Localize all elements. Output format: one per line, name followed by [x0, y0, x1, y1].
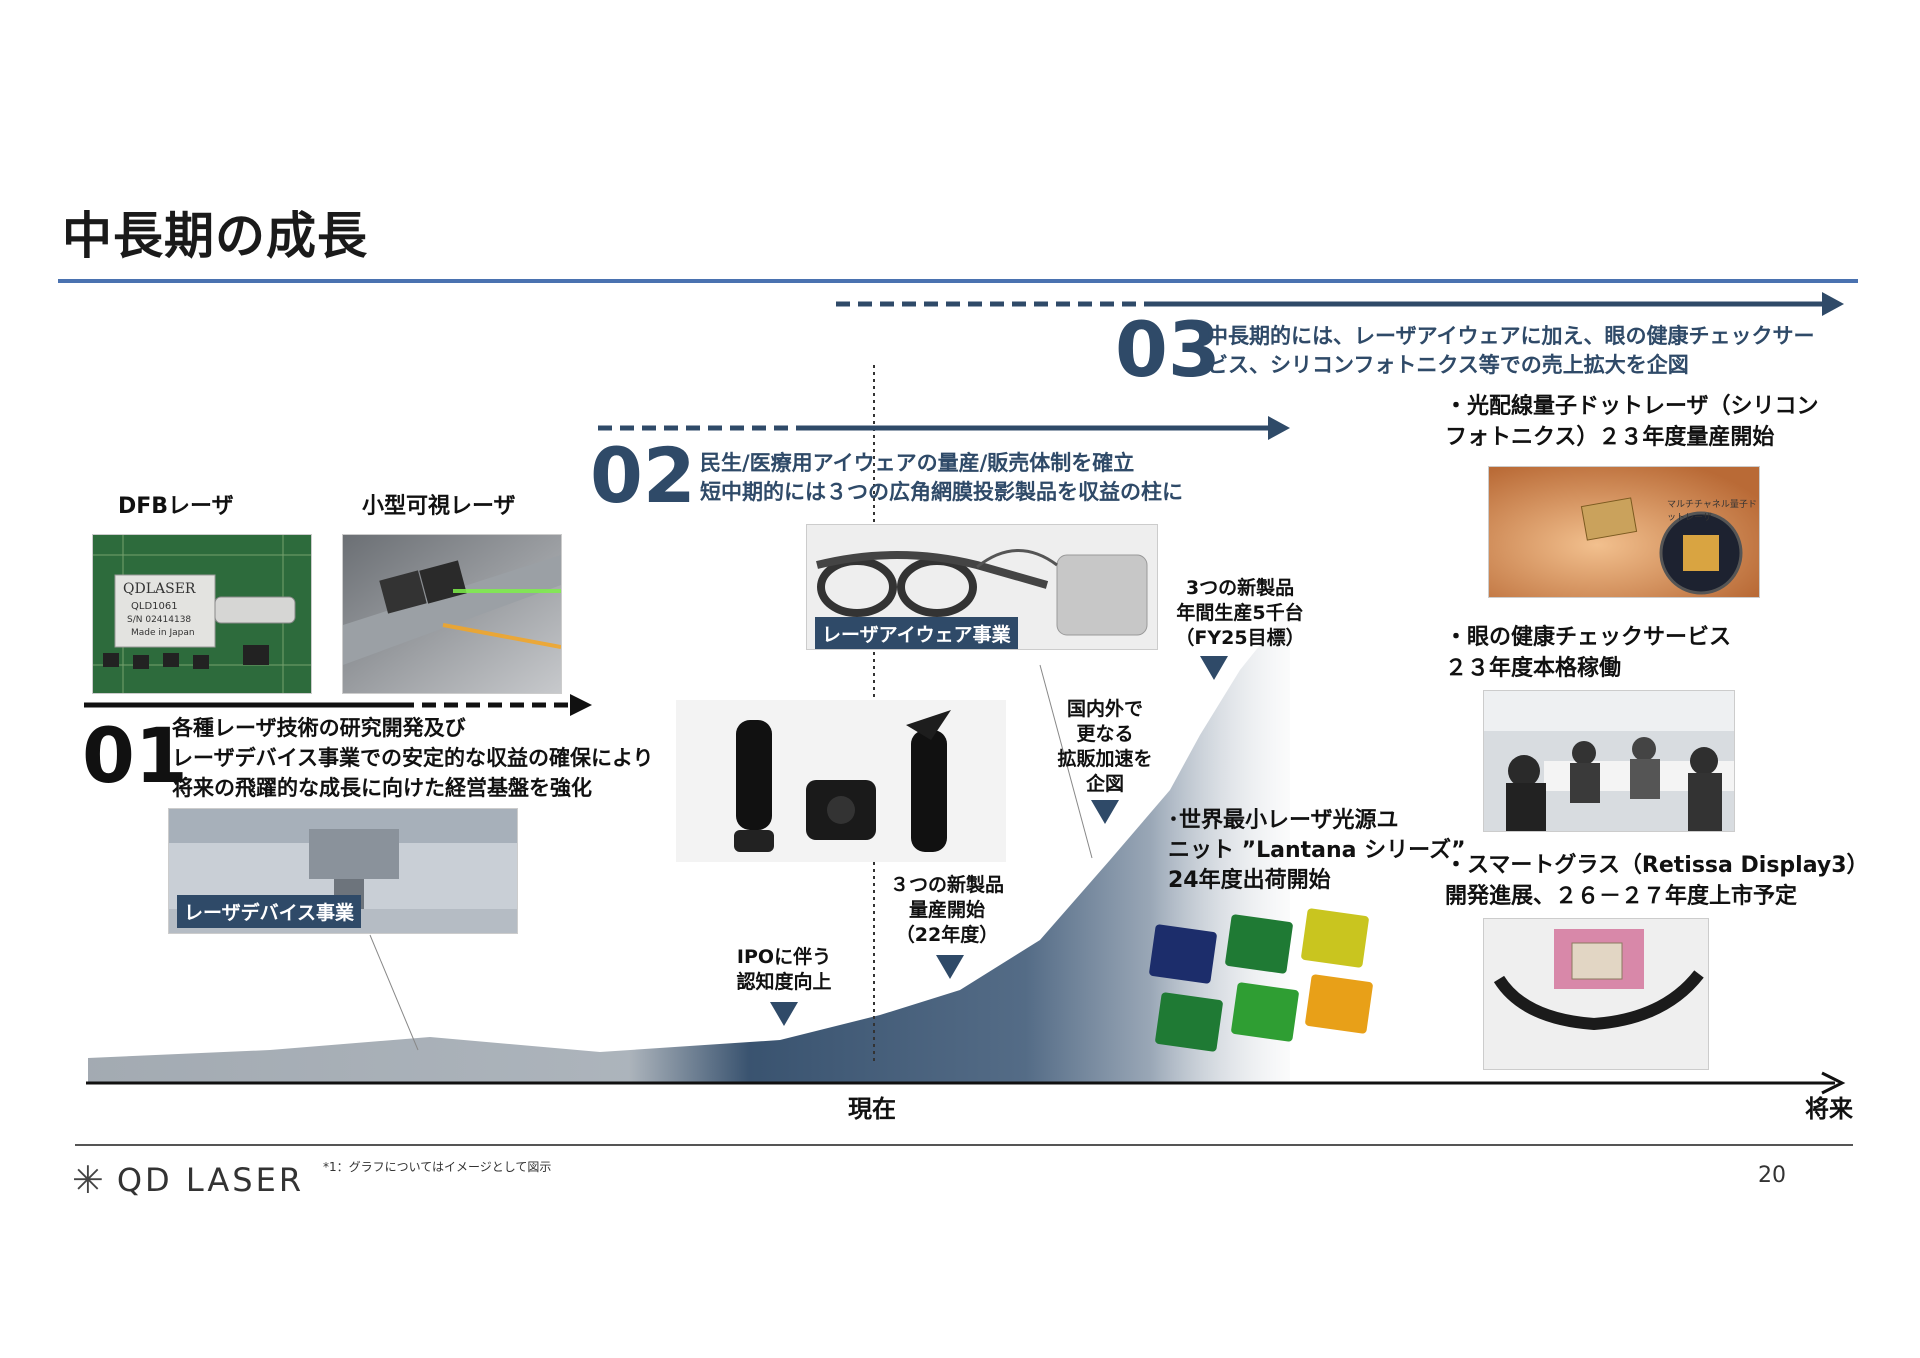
lantana-description: ･世界最小レーザ光源ユ ニット ”Lantana シリーズ” 24年度出荷開始	[1168, 806, 1466, 896]
device-connector	[369, 934, 419, 1051]
eye-health-service-photo	[1483, 690, 1735, 832]
three-products-photo	[676, 700, 1006, 862]
domestic-line1: 国内外で	[1066, 698, 1143, 720]
phase01-description: 各種レーザ技術の研究開発及び レーザデバイス事業での安定的な収益の確保により 将…	[172, 713, 654, 803]
visible-laser-label: 小型可視レーザ	[362, 494, 516, 519]
lantana-line1: ･世界最小レーザ光源ユ	[1168, 808, 1399, 833]
new3-line3: （22年度）	[895, 924, 999, 946]
phase01-line1: 各種レーザ技術の研究開発及び	[172, 716, 466, 740]
visible-laser-image	[343, 535, 561, 693]
ipo-milestone-label: IPOに伴う 認知度向上	[724, 945, 844, 995]
phase03-number: 03	[1115, 305, 1221, 394]
prod-line1: 3つの新製品	[1185, 577, 1295, 599]
eyewear-connector	[1039, 664, 1093, 859]
ipo-line1: IPOに伴う	[736, 946, 832, 968]
laser-device-caption: レーザデバイス事業	[177, 895, 362, 928]
smart-glasses-photo	[1483, 918, 1709, 1070]
laser-eyewear-caption: レーザアイウェア事業	[815, 617, 1018, 649]
company-logo: ✳ QD LASER	[72, 1158, 304, 1202]
multichannel-label: マルチチャネル量子ドットレーザ	[1667, 500, 1757, 523]
dfb-laser-photo: QDLASER QLD1061 S/N 02414138 Made in Jap…	[92, 534, 312, 694]
production-target-label: 3つの新製品 年間生産5千台 （FY25目標）	[1160, 576, 1320, 651]
retissa-display-image	[1484, 919, 1708, 1069]
time-axis-arrowhead	[1821, 1071, 1846, 1095]
lantana-line3: 24年度出荷開始	[1168, 868, 1331, 893]
logo-text: QD LASER	[116, 1161, 305, 1199]
dfb-laser-label: DFBレーザ	[118, 494, 234, 519]
new-products-milestone-marker	[936, 955, 964, 979]
domestic-line2: 更なる	[1076, 723, 1134, 745]
fingertip-chip-image	[1489, 467, 1759, 597]
laser-device-photo: レーザデバイス事業	[168, 808, 518, 934]
lantana-modules-image	[1149, 908, 1373, 1052]
quantum-dot-laser-photo: マルチチャネル量子ドットレーザ	[1488, 466, 1760, 598]
phase03-line1: 中長期的には、レーザアイウェアに加え、眼の健康チェックサー	[1207, 324, 1815, 348]
smart-glasses-item: ・スマートグラス（Retissa Display3） 開発進展、２６－２７年度上…	[1445, 850, 1869, 912]
title-divider	[58, 279, 1858, 283]
lantana-modules-photo	[1148, 908, 1380, 1066]
item3-line2: 開発進展、２６－２７年度上市予定	[1445, 884, 1798, 909]
item3-line1: ・スマートグラス（Retissa Display3）	[1445, 853, 1869, 878]
phase02-description: 民生/医療用アイウェアの量産/販売体制を確立 短中期的には３つの広角網膜投影製品…	[700, 449, 1183, 507]
item2-line1: ・眼の健康チェックサービス	[1445, 625, 1732, 650]
phase01-line2: レーザデバイス事業での安定的な収益の確保により	[172, 746, 654, 770]
chip-model-text: QLD1061	[131, 601, 178, 612]
phase02-arrowhead	[1268, 416, 1290, 440]
phase03-line2: ビス、シリコンフォトニクス等での売上拡大を企図	[1207, 353, 1689, 377]
phase03-description: 中長期的には、レーザアイウェアに加え、眼の健康チェックサー ビス、シリコンフォト…	[1207, 322, 1815, 380]
visible-laser-photo	[342, 534, 562, 694]
new-products-milestone-label: ３つの新製品 量産開始 （22年度）	[872, 873, 1022, 948]
lantana-line2: ニット ”Lantana シリーズ”	[1168, 838, 1466, 863]
phase01-number: 01	[82, 711, 188, 800]
prod-line3: （FY25目標）	[1175, 627, 1305, 649]
item1-line1: ・光配線量子ドットレーザ（シリコン	[1445, 394, 1819, 419]
page-number: 20	[1758, 1163, 1786, 1188]
ipo-line2: 認知度向上	[736, 971, 832, 993]
future-axis-label: 将来	[1805, 1095, 1853, 1123]
item2-line2: ２３年度本格稼働	[1445, 656, 1622, 681]
now-axis-label: 現在	[848, 1095, 896, 1123]
ipo-milestone-marker	[770, 1002, 798, 1026]
production-target-marker	[1200, 656, 1228, 680]
silicon-photonics-item: ・光配線量子ドットレーザ（シリコン フォトニクス）２３年度量産開始	[1445, 391, 1819, 453]
eye-check-room-image	[1484, 691, 1734, 831]
phase02-number: 02	[590, 431, 696, 520]
expansion-milestone-marker	[1091, 800, 1119, 824]
three-products-image	[734, 710, 951, 852]
domestic-line3: 拡販加速を	[1057, 748, 1153, 770]
phase01-line3: 将来の飛躍的な成長に向けた経営基盤を強化	[172, 776, 592, 800]
phase01-arrowhead	[570, 694, 592, 716]
item1-line2: フォトニクス）２３年度量産開始	[1445, 425, 1775, 450]
chip-origin-text: Made in Japan	[131, 628, 195, 638]
asterisk-logo-icon: ✳	[72, 1158, 107, 1202]
domestic-line4: 企図	[1085, 773, 1124, 795]
expansion-milestone-label: 国内外で 更なる 拡販加速を 企図	[1040, 697, 1170, 797]
phase03-arrowhead	[1822, 292, 1844, 316]
footer-divider	[75, 1144, 1853, 1146]
footnote: *1：グラフについてはイメージとして図示	[323, 1160, 552, 1174]
phase02-line2: 短中期的には３つの広角網膜投影製品を収益の柱に	[700, 480, 1183, 504]
prod-line2: 年間生産5千台	[1176, 602, 1304, 624]
new3-line2: 量産開始	[908, 899, 985, 921]
new3-line1: ３つの新製品	[889, 874, 1004, 896]
page-title: 中長期の成長	[62, 207, 368, 265]
laser-eyewear-photo: レーザアイウェア事業	[806, 524, 1158, 650]
eye-health-item: ・眼の健康チェックサービス ２３年度本格稼働	[1445, 622, 1731, 684]
chip-brand-text: QDLASER	[123, 581, 196, 597]
circuit-board-image	[93, 535, 311, 693]
chip-serial-text: S/N 02414138	[127, 615, 192, 625]
phase02-line1: 民生/医療用アイウェアの量産/販売体制を確立	[700, 451, 1135, 475]
